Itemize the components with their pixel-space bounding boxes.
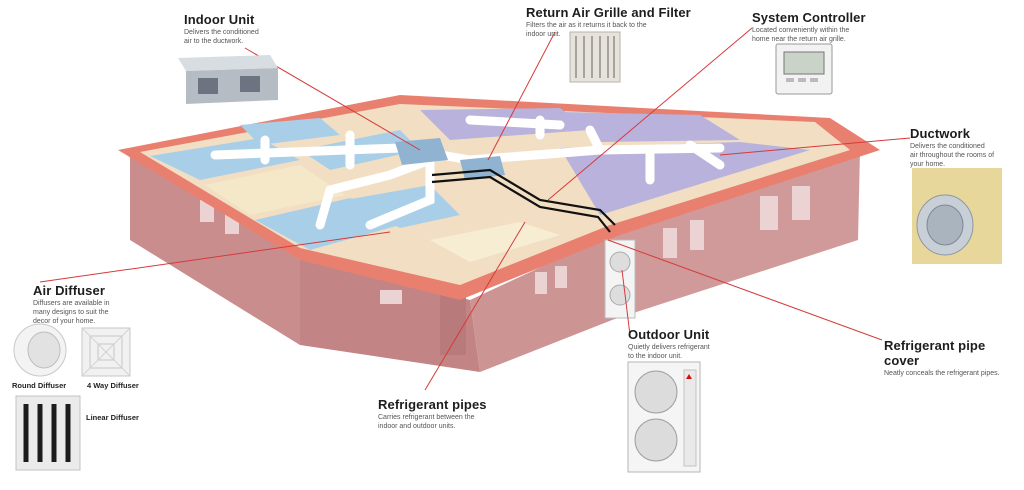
round-diffuser-label: Round Diffuser: [12, 381, 67, 390]
callout-outdoor-unit: Outdoor Unit Quietly delivers refrigeran…: [628, 327, 758, 361]
four-way-diffuser-label: 4 Way Diffuser: [87, 381, 139, 390]
callout-system-controller: System Controller Located conveniently w…: [752, 10, 902, 44]
house-outdoor-unit: [604, 239, 636, 319]
refrigerant-pipes-title: Refrigerant pipes: [378, 397, 487, 412]
return-air-title: Return Air Grille and Filter: [526, 5, 691, 20]
air-diffuser-title: Air Diffuser: [33, 283, 105, 298]
ductwork-title: Ductwork: [910, 126, 971, 141]
pipe-cover-desc: Neatly conceals the refrigerant pipes.: [884, 370, 1000, 377]
linear-diffuser-label: Linear Diffuser: [86, 413, 139, 422]
pipe-cover-title: Refrigerant pipe cover: [884, 338, 986, 368]
outdoor-unit-title: Outdoor Unit: [628, 327, 710, 342]
house-walls: [130, 150, 860, 372]
callout-return-air: Return Air Grille and Filter Filters the…: [526, 5, 696, 39]
ceiling-indoor-unit: [395, 138, 505, 180]
callout-refrigerant-pipes: Refrigerant pipes Carries refrigerant be…: [378, 397, 538, 431]
refrigerant-pipe-route: [431, 168, 616, 233]
indoor-unit-title: Indoor Unit: [184, 12, 255, 27]
return-air-desc: Filters the air as it returns it back to…: [526, 22, 647, 38]
callout-pipe-cover: Refrigerant pipe cover Neatly conceals t…: [884, 338, 1022, 378]
system-controller-title: System Controller: [752, 10, 866, 25]
leader-lines: [39, 27, 911, 391]
